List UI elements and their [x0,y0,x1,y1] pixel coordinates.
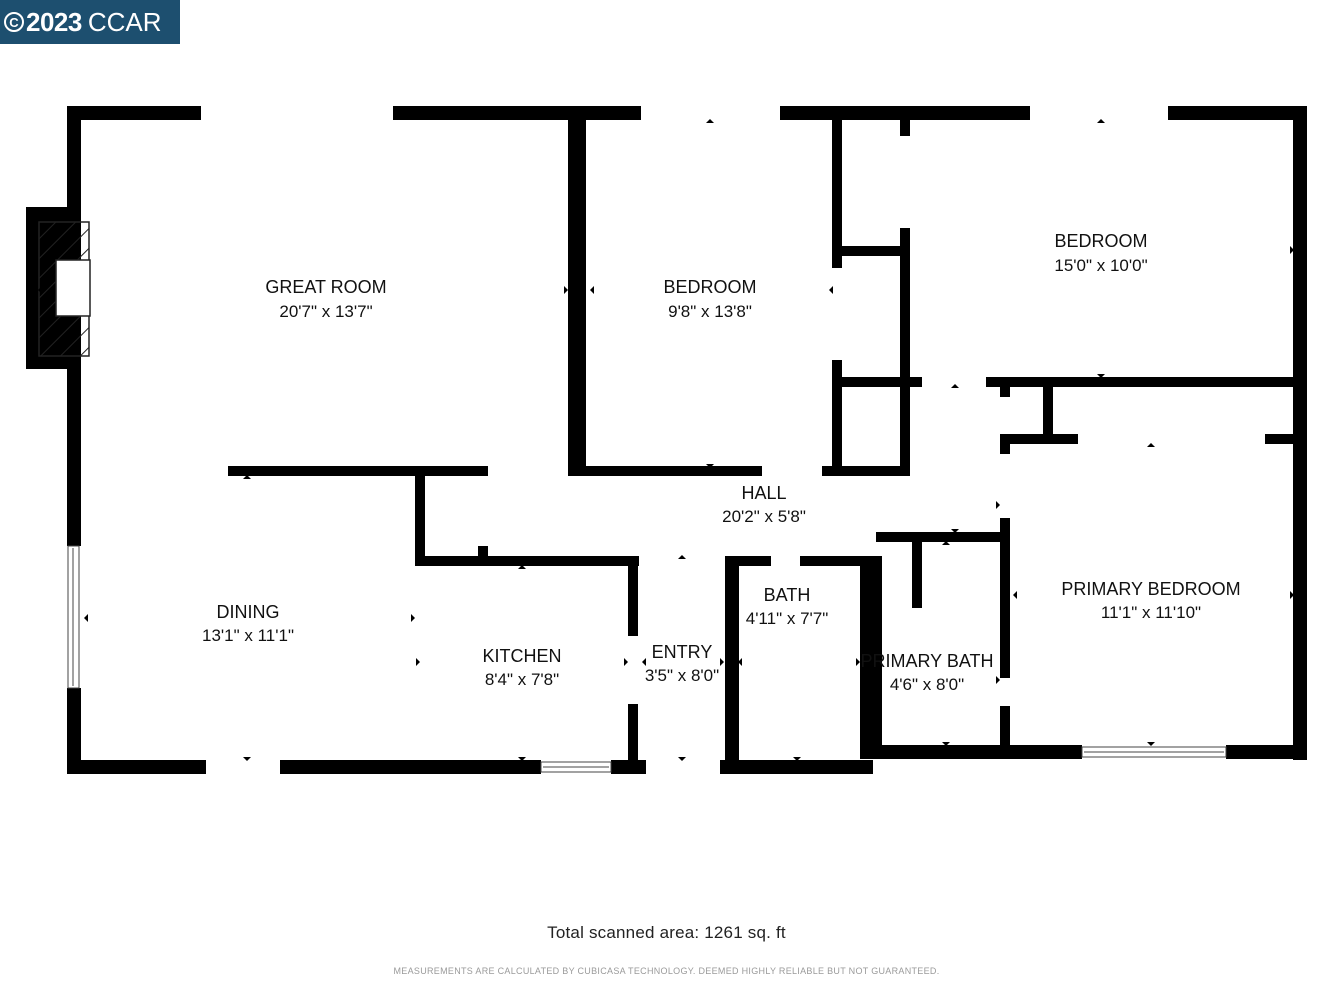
room-bedroom-2: BEDROOM 15'0" x 10'0" [1054,231,1147,275]
entry-name: ENTRY [652,642,713,662]
dimension-markers [38,119,1294,761]
fireplace-icon [38,221,91,357]
room-primary-bedroom: PRIMARY BEDROOM 11'1" x 11'10" [1061,579,1240,622]
room-bedroom-1: BEDROOM 9'8" x 13'8" [663,277,756,321]
hall-dim: 20'2" x 5'8" [722,507,806,526]
room-hall: HALL 20'2" x 5'8" [722,483,806,526]
room-bath: BATH 4'11" x 7'7" [746,585,829,628]
dining-name: DINING [217,602,280,622]
great-room-dim: 20'7" x 13'7" [279,302,372,321]
badge-year: 2023 [26,6,82,37]
badge-org: CCAR [87,6,162,37]
bedroom-1-name: BEDROOM [663,277,756,297]
primary-bath-dim: 4'6" x 8'0" [890,675,964,694]
bath-name: BATH [764,585,811,605]
disclaimer: MEASUREMENTS ARE CALCULATED BY CUBICASA … [393,966,940,976]
room-dining: DINING 13'1" x 11'1" [202,602,294,645]
copyright-icon: C [4,12,24,32]
primary-bath-name: PRIMARY BATH [860,651,993,671]
windows [67,545,1227,773]
room-primary-bath: PRIMARY BATH 4'6" x 8'0" [860,651,993,694]
bath-dim: 4'11" x 7'7" [746,609,829,628]
room-kitchen: KITCHEN 8'4" x 7'8" [482,646,561,689]
copyright-badge: C 2023 CCAR [0,0,180,44]
kitchen-name: KITCHEN [482,646,561,666]
bedroom-2-dim: 15'0" x 10'0" [1054,256,1147,275]
hall-name: HALL [741,483,786,503]
great-room-name: GREAT ROOM [265,277,386,297]
bedroom-2-name: BEDROOM [1054,231,1147,251]
primary-bedroom-dim: 11'1" x 11'10" [1101,603,1201,622]
primary-bedroom-name: PRIMARY BEDROOM [1061,579,1240,599]
bedroom-1-dim: 9'8" x 13'8" [668,302,752,321]
kitchen-dim: 8'4" x 7'8" [485,670,559,689]
total-area: Total scanned area: 1261 sq. ft [547,923,786,942]
dining-dim: 13'1" x 11'1" [202,626,294,645]
room-great-room: GREAT ROOM 20'7" x 13'7" [265,277,386,321]
entry-dim: 3'5" x 8'0" [645,666,719,685]
room-entry: ENTRY 3'5" x 8'0" [645,642,719,685]
